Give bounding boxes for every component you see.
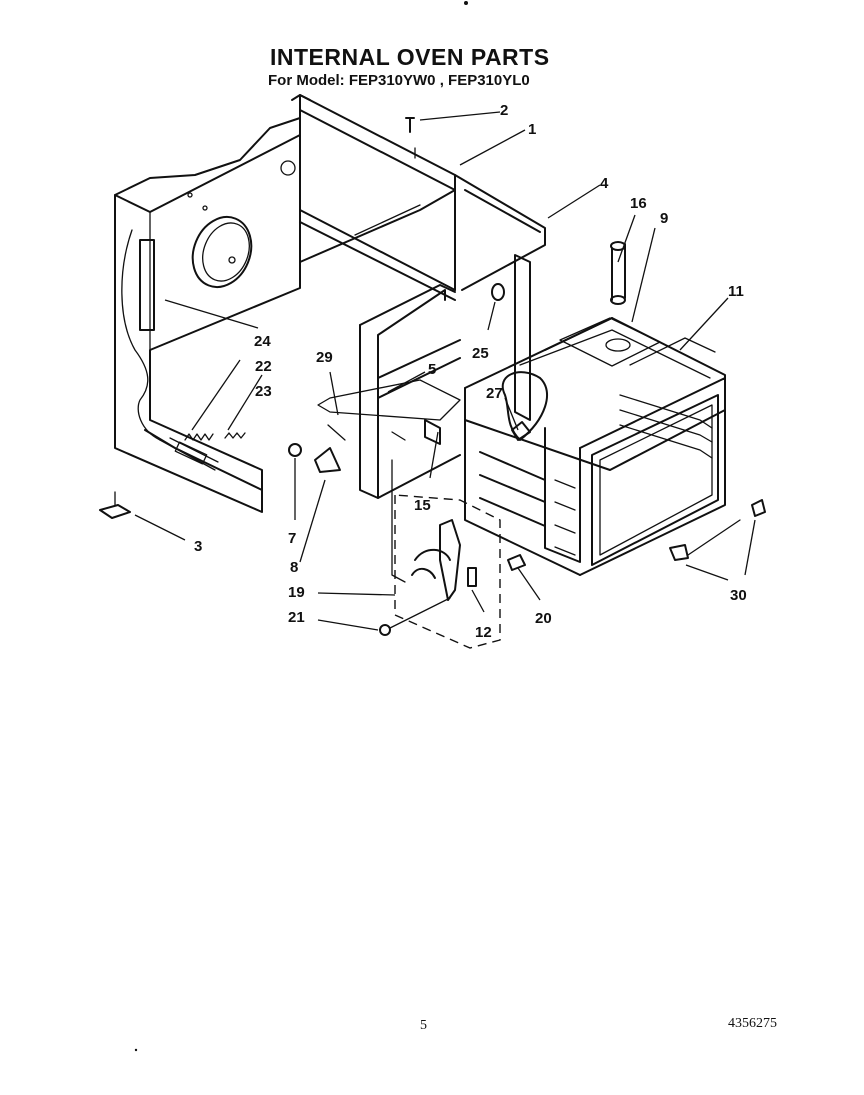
oven-back-wall xyxy=(114,117,301,513)
callout-8: 8 xyxy=(290,559,298,576)
model-subtitle: For Model: FEP310YW0 , FEP310YL0 xyxy=(268,72,530,89)
callout-4: 4 xyxy=(600,175,609,192)
oven-liner-rack xyxy=(464,241,726,576)
hardware-parts xyxy=(99,117,766,561)
callout-15: 15 xyxy=(414,497,431,514)
callout-9: 9 xyxy=(660,210,668,227)
callout-labels: 2 1 4 16 9 11 24 25 29 22 5 23 27 15 7 3… xyxy=(194,102,747,641)
page-title: INTERNAL OVEN PARTS xyxy=(270,44,550,70)
front-frame xyxy=(317,254,531,499)
callout-25: 25 xyxy=(472,345,489,362)
callout-19: 19 xyxy=(288,584,305,601)
document-number: 4356275 xyxy=(728,1016,777,1031)
callout-29: 29 xyxy=(316,349,333,366)
page-number: 5 xyxy=(420,1018,427,1033)
callout-27: 27 xyxy=(486,385,503,402)
callout-24: 24 xyxy=(254,333,271,350)
latch-subassembly xyxy=(379,459,526,649)
scan-dot xyxy=(134,1048,138,1052)
callout-22: 22 xyxy=(255,358,272,375)
callout-5: 5 xyxy=(428,361,436,378)
callout-1: 1 xyxy=(528,121,536,138)
callout-2: 2 xyxy=(500,102,508,119)
callout-20: 20 xyxy=(535,610,552,627)
scan-mark xyxy=(464,1,468,5)
callout-7: 7 xyxy=(288,530,296,547)
callout-11: 11 xyxy=(728,283,744,300)
callout-12: 12 xyxy=(475,624,492,641)
top-frame xyxy=(291,94,546,301)
callout-23: 23 xyxy=(255,383,272,400)
leader-lines xyxy=(134,111,756,631)
callout-30: 30 xyxy=(730,587,747,604)
callout-21: 21 xyxy=(288,609,305,626)
callout-16: 16 xyxy=(630,195,647,212)
callout-3: 3 xyxy=(194,538,202,555)
